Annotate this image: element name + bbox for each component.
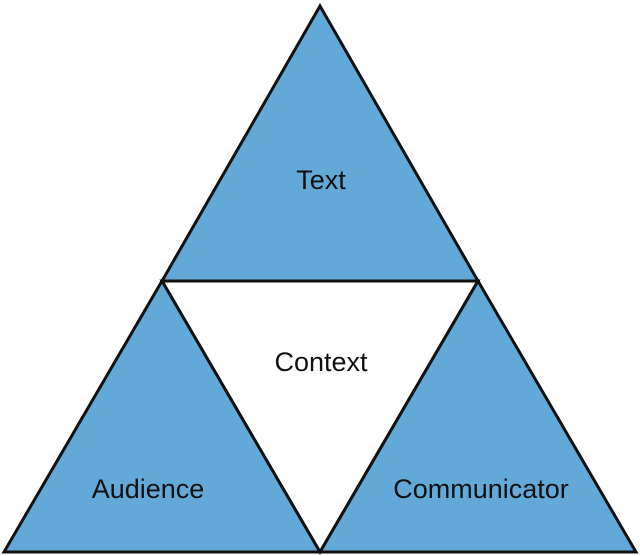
left-triangle (1, 278, 323, 554)
label-communicator: Communicator (393, 474, 569, 504)
label-audience: Audience (92, 474, 205, 504)
label-text: Text (296, 165, 346, 195)
right-triangle (317, 278, 639, 554)
top-triangle (159, 2, 481, 283)
label-context: Context (274, 347, 368, 377)
